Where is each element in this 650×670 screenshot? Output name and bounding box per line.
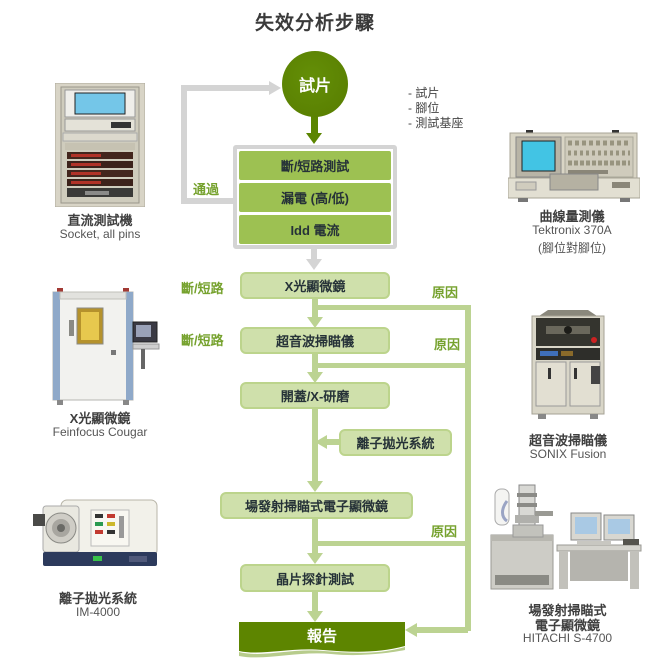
dc-tester-image bbox=[55, 83, 145, 207]
xray-microscope-caption-zh: X光顯微鏡 bbox=[69, 411, 131, 426]
ultrasonic-scanner-caption-zh: 超音波掃瞄儀 bbox=[528, 433, 607, 448]
xray-microscope-image bbox=[52, 288, 160, 405]
arrow-xray-to-ultrasonic bbox=[312, 299, 318, 318]
pass-loop-top-line bbox=[184, 85, 270, 91]
flow-node-decap-grind: 開蓋/X-研磨 bbox=[240, 382, 390, 409]
arrow-sem-to-probe bbox=[312, 519, 318, 554]
fe-sem-caption-zh1: 場發射掃瞄式 bbox=[528, 603, 607, 618]
flow-node-idd-current-test: Idd 電流 bbox=[239, 215, 391, 244]
xray-microscope-caption-en: Feinfocus Cougar bbox=[52, 425, 148, 439]
ultrasonic-scanner-image bbox=[531, 310, 605, 419]
flow-node-fe-sem: 場發射掃瞄式電子顯微鏡 bbox=[220, 492, 413, 519]
dc-tester-caption-en: Socket, all pins bbox=[59, 227, 141, 241]
start-note-2: - 腳位 bbox=[408, 101, 440, 115]
cause-collector-line bbox=[465, 305, 471, 631]
curve-tracer-caption-en2: (腳位對腳位) bbox=[538, 241, 606, 255]
flow-node-ultrasonic-scanner: 超音波掃瞄儀 bbox=[240, 327, 390, 354]
arrow-probe-to-report-head-icon bbox=[307, 611, 323, 622]
flow-node-xray-microscope: X光顯微鏡 bbox=[240, 272, 390, 299]
flow-node-leakage-test: 漏電 (高/低) bbox=[239, 183, 391, 212]
arrow-xray-to-ultrasonic-head-icon bbox=[307, 317, 323, 328]
pass-loop-vertical-line bbox=[181, 85, 187, 204]
label-cause-3: 原因 bbox=[431, 524, 458, 539]
arrow-ion-to-mainline bbox=[327, 439, 341, 445]
arrow-tests-to-xray bbox=[311, 249, 317, 260]
arrow-probe-to-report bbox=[312, 592, 318, 612]
start-notes: - 試片 - 腳位 - 測試基座 bbox=[408, 86, 463, 131]
arrow-start-to-tests bbox=[311, 116, 318, 134]
start-note-3: - 測試基座 bbox=[408, 116, 464, 130]
cause-to-report-arrowhead-icon bbox=[405, 623, 417, 637]
flow-node-start: 試片 bbox=[282, 51, 348, 117]
label-cause-2: 原因 bbox=[434, 337, 461, 352]
pass-label: 通過 bbox=[193, 182, 220, 197]
cause-to-report-line bbox=[417, 627, 468, 633]
cause-branch-line-3 bbox=[315, 541, 468, 546]
arrow-tests-to-xray-head-icon bbox=[306, 259, 322, 270]
label-cause-1: 原因 bbox=[432, 285, 459, 300]
page-title: 失效分析步驟 bbox=[254, 13, 375, 34]
flow-node-probe-test: 晶片探針測試 bbox=[240, 564, 390, 592]
fe-sem-image bbox=[490, 484, 642, 590]
arrow-sem-to-probe-head-icon bbox=[307, 553, 323, 564]
arrow-ultrasonic-to-decap bbox=[312, 354, 318, 373]
flow-node-open-short-test: 斷/短路測試 bbox=[239, 151, 391, 180]
curve-tracer-image bbox=[508, 130, 640, 202]
ion-polisher-caption-zh: 離子拋光系統 bbox=[58, 591, 137, 606]
curve-tracer-caption-en: Tektronix 370A bbox=[532, 223, 612, 237]
curve-tracer-caption-zh: 曲線量測儀 bbox=[539, 209, 605, 224]
pass-loop-arrowhead-icon bbox=[269, 81, 281, 95]
label-open-short-2: 斷/短路 bbox=[181, 333, 224, 348]
cause-branch-line-1 bbox=[315, 305, 468, 310]
arrow-decap-to-sem-head-icon bbox=[307, 481, 323, 492]
ion-polisher-caption-en: IM-4000 bbox=[75, 605, 121, 619]
arrow-start-to-tests-head-icon bbox=[306, 133, 322, 144]
start-note-1: - 試片 bbox=[408, 86, 440, 100]
arrow-ion-to-mainline-head-icon bbox=[315, 435, 327, 449]
label-open-short-1: 斷/短路 bbox=[181, 281, 224, 296]
fe-sem-caption-zh2: 電子顯微鏡 bbox=[534, 618, 600, 633]
dc-tester-caption-zh: 直流測試機 bbox=[67, 213, 133, 228]
arrow-ultrasonic-to-decap-head-icon bbox=[307, 372, 323, 383]
report-shape bbox=[239, 622, 405, 658]
pass-loop-bottom-line bbox=[184, 198, 234, 204]
ultrasonic-scanner-caption-en: SONIX Fusion bbox=[529, 447, 607, 461]
cause-branch-line-2 bbox=[315, 363, 468, 368]
ion-polisher-image bbox=[33, 499, 158, 566]
electrical-test-group: 斷/短路測試 漏電 (高/低) Idd 電流 bbox=[233, 145, 397, 249]
fe-sem-caption-en: HITACHI S-4700 bbox=[522, 631, 613, 645]
flow-node-ion-polisher: 離子拋光系統 bbox=[339, 429, 452, 456]
report-label: 報告 bbox=[306, 627, 337, 645]
flow-node-report: 報告 bbox=[239, 622, 405, 658]
